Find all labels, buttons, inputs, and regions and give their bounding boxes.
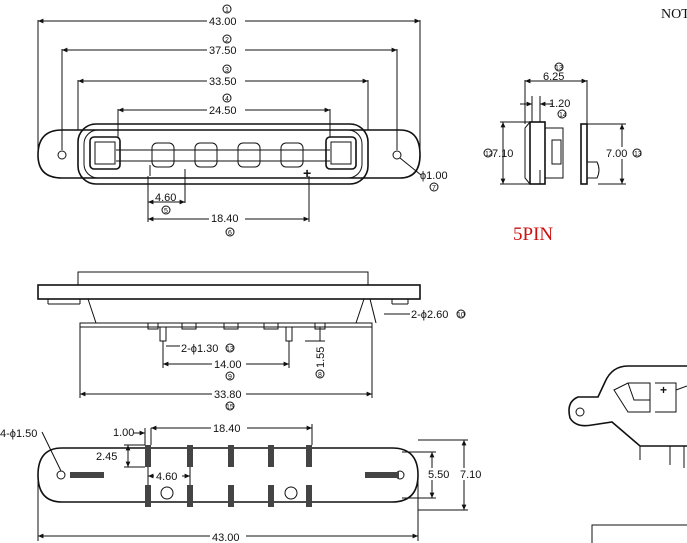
top-view-dim-pitch: 4.60 [155,192,176,204]
bottom-view-dim-pad-gap: 4.60 [156,471,177,483]
front-view-dim-holes: 2-ϕ2.60 [411,309,448,321]
top-view-dim-span: 18.40 [211,213,239,225]
side-view-dim-width: 6.25 [543,71,564,83]
top-view-dim-hole-dia: ϕ1.00 [420,170,448,182]
svg-text:4: 4 [225,96,229,103]
front-view-dim-pin-length: 1.55 [315,347,327,368]
side-view: 6.25 13 1.20 14 12 7.10 7.00 13 [483,62,642,185]
svg-text:+: + [660,383,667,397]
svg-text:13: 13 [555,65,563,72]
side-view-dim-height-right: 7.00 [606,148,627,160]
front-view-dim-pin-dia: 2-ϕ1.30 [181,343,218,355]
bottom-view-outline [37,447,419,503]
side-view-dim-thickness: 1.20 [549,98,570,110]
bottom-view-dim-pad-height: 2.45 [96,451,117,463]
bottom-view-dim-pad-pitch: 18.40 [213,423,241,435]
iso-view-partial: + [568,365,687,543]
svg-text:6: 6 [228,230,232,237]
bottom-view-dim-holes: 4-ϕ1.50 [0,428,37,440]
front-view: 2-ϕ2.60 10 2-ϕ1.30 13 14.00 9 1.55 8 33.… [37,271,466,411]
corner-note: NOT [661,7,687,22]
bottom-view: 4-ϕ1.50 1.00 18.40 2.45 4.60 5.50 [0,422,488,543]
top-view-dim-total: 43.00 [209,16,237,28]
top-view-dim-hole-pitch: 37.50 [209,45,237,57]
svg-text:3: 3 [225,67,229,74]
bottom-view-dim-total: 43.00 [212,532,240,543]
front-view-dim-base: 33.80 [214,389,242,401]
front-view-dim-pin-pitch: 14.00 [214,359,242,371]
svg-text:13: 13 [634,151,642,158]
svg-text:7: 7 [432,185,436,192]
side-view-dim-height-left: 7.10 [492,148,513,160]
top-view-dim-contacts: 24.50 [209,105,237,117]
pin-count-label: 5PIN [513,224,553,245]
top-view-dim-body: 33.50 [209,76,237,88]
svg-text:5: 5 [164,208,168,215]
top-view-plus-sign: + [303,165,311,181]
top-view-hole-right [392,150,402,160]
top-view-flange [37,129,421,179]
bottom-view-dim-pad-width: 1.00 [113,427,134,439]
svg-text:8: 8 [318,372,322,379]
bottom-view-dim-outer-height: 7.10 [460,469,481,481]
svg-text:14: 14 [559,112,567,119]
svg-text:15: 15 [226,404,234,411]
svg-text:13: 13 [226,346,234,353]
top-view: + 43.00 1 37.50 2 33.50 3 24.50 4 4.60 [37,4,448,237]
bottom-view-dim-inner-height: 5.50 [428,469,449,481]
top-view-hole-left [57,150,67,160]
svg-text:1: 1 [225,7,229,14]
svg-text:2: 2 [225,37,229,44]
svg-text:10: 10 [457,312,465,319]
svg-text:12: 12 [485,151,493,158]
top-view-body [77,123,369,185]
svg-text:9: 9 [228,374,232,381]
